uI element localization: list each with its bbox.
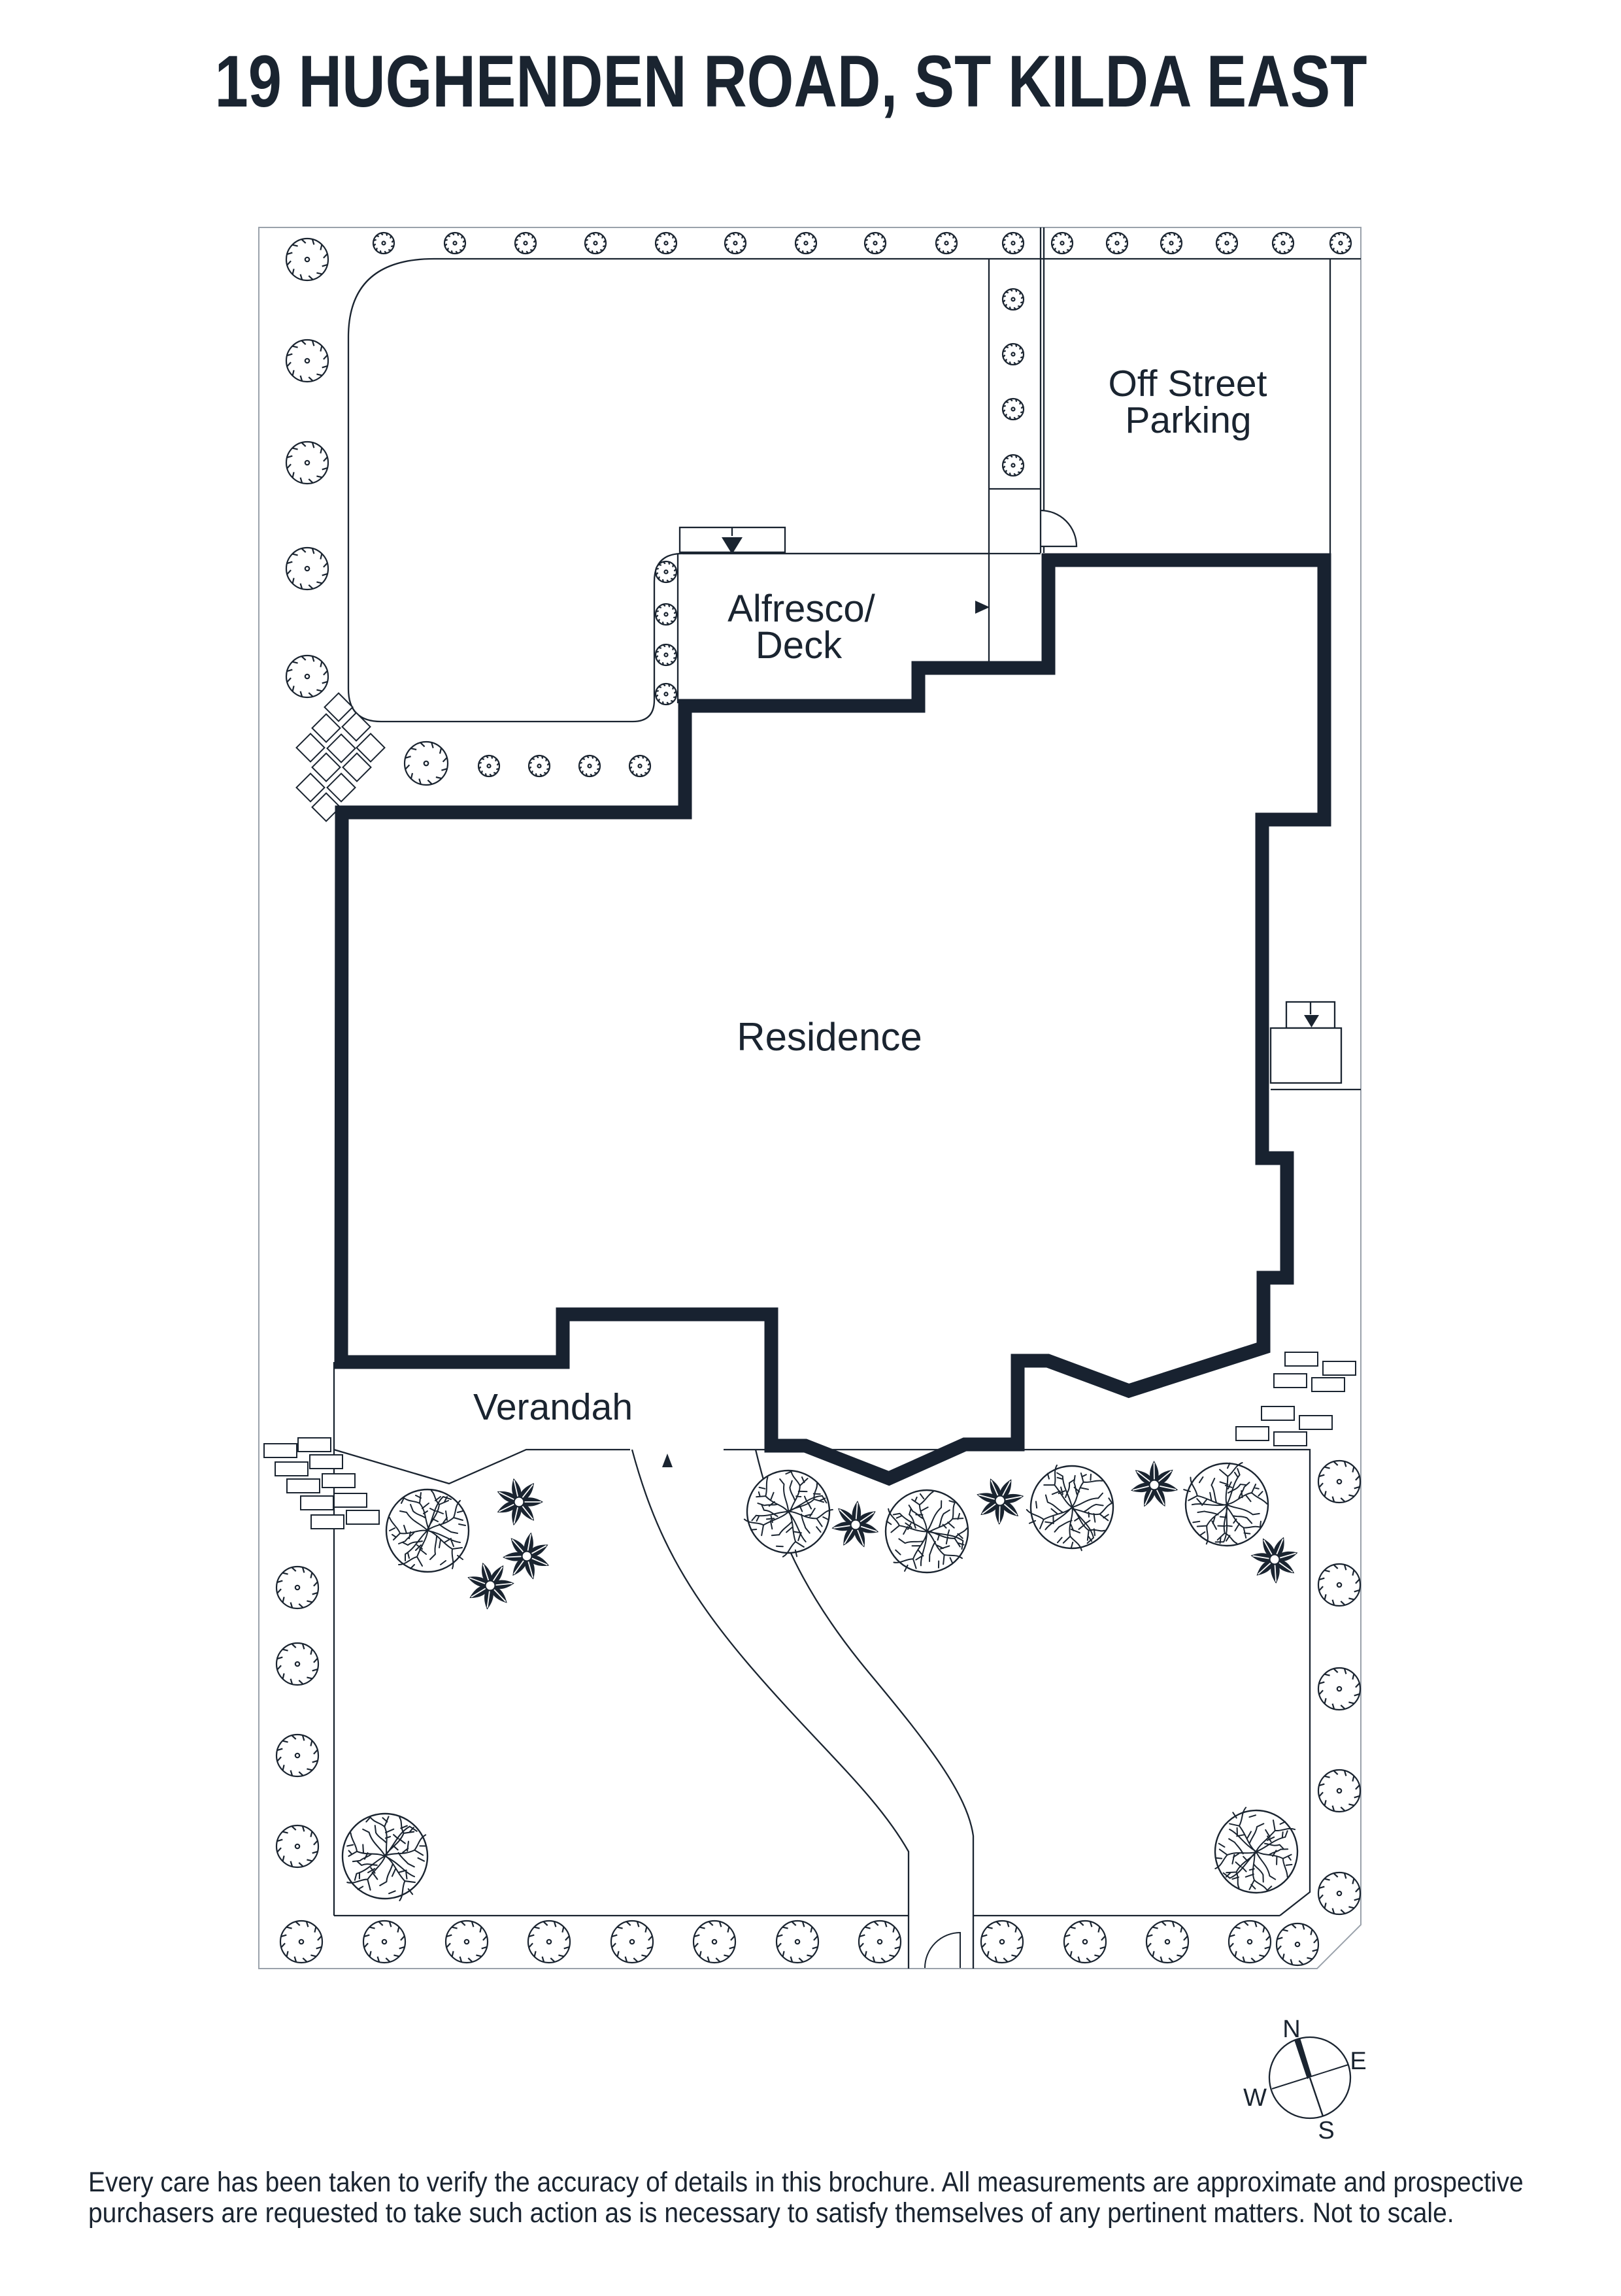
- svg-text:purchasers are requested to ta: purchasers are requested to take such ac…: [88, 2197, 1454, 2228]
- svg-text:Every care has been taken to v: Every care has been taken to verify the …: [88, 2166, 1524, 2197]
- svg-text:Off Street: Off Street: [1109, 363, 1267, 405]
- svg-text:Residence: Residence: [737, 1015, 922, 1059]
- svg-text:N: N: [1282, 2016, 1300, 2043]
- svg-text:Deck: Deck: [756, 624, 843, 667]
- svg-text:Parking: Parking: [1125, 399, 1251, 441]
- svg-text:W: W: [1243, 2084, 1267, 2112]
- svg-text:S: S: [1318, 2117, 1334, 2144]
- svg-text:E: E: [1350, 2048, 1366, 2075]
- svg-text:Verandah: Verandah: [473, 1386, 633, 1428]
- svg-text:19 HUGHENDEN ROAD, ST KILDA EA: 19 HUGHENDEN ROAD, ST KILDA EAST: [214, 40, 1367, 122]
